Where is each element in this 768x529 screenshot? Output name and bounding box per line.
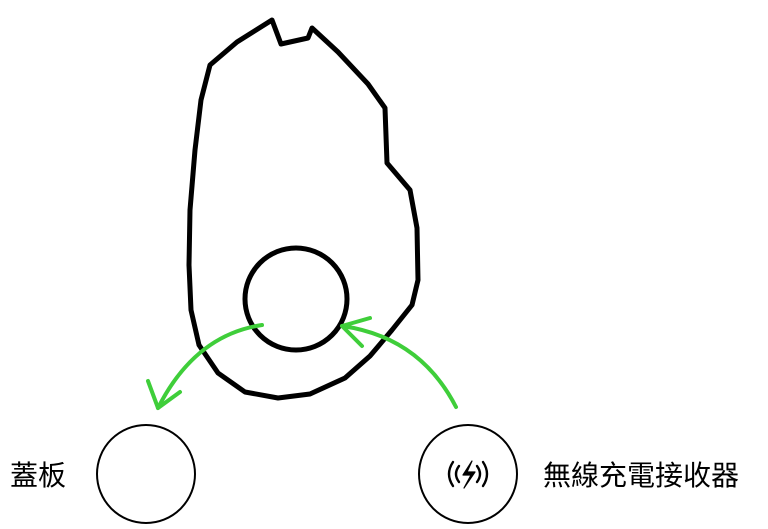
insert-receiver-arrowhead [340,316,372,348]
receiver-label: 無線充電接收器 [543,459,740,492]
receiver-circle [418,424,518,524]
cover-label: 蓋板 [10,459,67,492]
compartment-circle [242,245,350,353]
remove-cover-arrow [156,323,264,410]
mouse-outline [186,17,421,401]
wireless-charging-icon [447,460,489,489]
remove-cover-arrowhead [146,379,182,410]
cover-circle [96,424,196,524]
insert-receiver-arrow [340,324,458,409]
